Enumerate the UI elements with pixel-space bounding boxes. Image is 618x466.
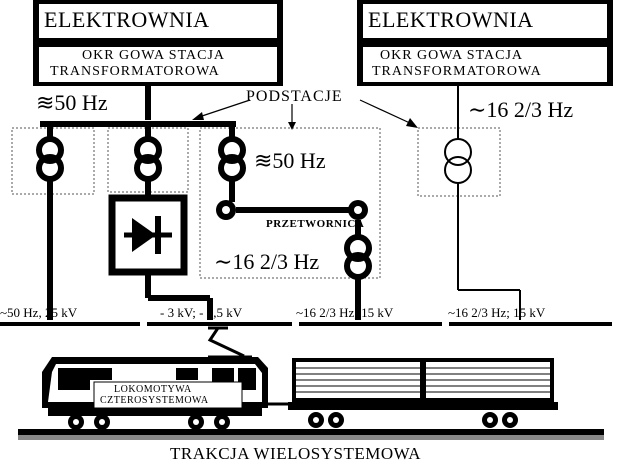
transformer-mid: [218, 136, 246, 202]
diagram-caption: TRAKCJA WIELOSYSTEMOWA: [170, 444, 422, 463]
supply-line-label-1: ~50 Hz, 25 kV: [0, 305, 78, 320]
frequency-label-converter: ∼16 2/3 Hz: [214, 249, 320, 274]
section-separators: [140, 318, 449, 330]
power-plant-left-title: ELEKTROWNIA: [44, 7, 210, 32]
power-plant-left-substation-line1: OKR GOWA STACJA: [82, 48, 226, 63]
converter: [216, 200, 372, 320]
locomotive-label-line2: CZTEROSYSTEMOWA: [100, 395, 209, 406]
power-plant-right-substation-line1: OKR GOWA STACJA: [380, 48, 524, 63]
power-plant-right: [357, 0, 613, 86]
busbars: [40, 86, 459, 140]
power-plant-right-substation-line2: TRANSFORMATOROWA: [372, 64, 542, 79]
supply-line-label-3: ~16 2/3 Hz; 15 kV: [296, 305, 394, 320]
converter-label: PRZETWORNICA: [266, 218, 365, 230]
pantograph: [207, 326, 252, 359]
rectifier: [108, 194, 213, 320]
transformer-left: [36, 136, 64, 196]
track-bed: [18, 435, 604, 440]
frequency-label-right: ∼16 2/3 Hz: [468, 97, 574, 122]
locomotive-label-line1: LOKOMOTYWA: [114, 384, 192, 395]
freight-wagon: [288, 358, 558, 428]
locomotive: [42, 357, 268, 430]
power-plant-right-title: ELEKTROWNIA: [368, 7, 534, 32]
supply-line-label-2: - 3 kV; - 1,5 kV: [160, 305, 243, 320]
power-plant-left-substation-line2: TRANSFORMATOROWA: [50, 64, 220, 79]
frequency-label-mid: ≋50 Hz: [254, 148, 326, 173]
power-plant-left: [33, 0, 283, 86]
transformer-center: [134, 136, 162, 196]
substations-label: PODSTACJE: [246, 88, 343, 105]
frequency-label-left: ≋50 Hz: [36, 90, 108, 115]
feeders: [47, 196, 521, 320]
substation-pointers: [192, 99, 418, 130]
supply-line-label-4: ~16 2/3 Hz; 15 kV: [448, 305, 546, 320]
